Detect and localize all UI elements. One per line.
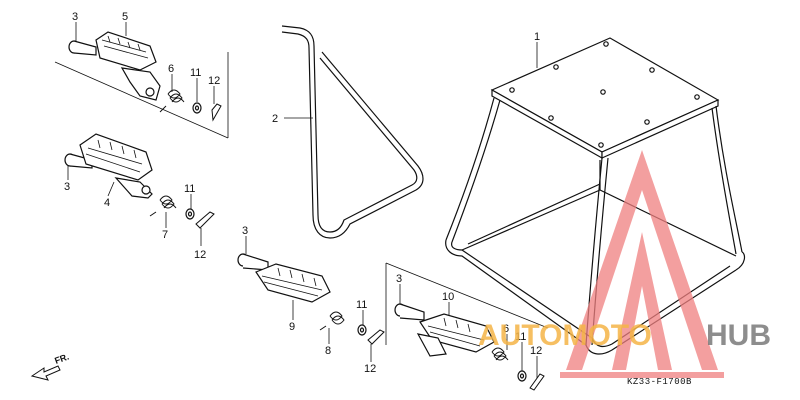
group-box-bottom-right xyxy=(385,262,549,345)
callout-4: 4 xyxy=(104,197,110,209)
callout-10: 10 xyxy=(442,291,454,303)
callout-11a: 11 xyxy=(190,67,201,79)
direction-label: FR. xyxy=(53,352,70,366)
callout-6b: 6 xyxy=(503,323,509,335)
footpeg-assembly-lower[interactable] xyxy=(237,253,385,345)
callout-9: 9 xyxy=(289,321,295,333)
callout-1: 1 xyxy=(534,31,540,43)
callout-3b: 3 xyxy=(64,181,70,193)
callout-8: 8 xyxy=(325,345,331,357)
callout-3c: 3 xyxy=(242,225,248,237)
leader-lines xyxy=(67,22,538,378)
callout-11b: 11 xyxy=(184,183,195,195)
triangle-bar-part[interactable] xyxy=(281,25,424,239)
callout-11d: 11 xyxy=(515,331,526,343)
callout-5: 5 xyxy=(122,11,128,23)
callout-3a: 3 xyxy=(72,11,78,23)
group-box-top-left xyxy=(54,52,229,139)
callout-12d: 12 xyxy=(530,345,542,357)
drawing-code: KZ33-F1700B xyxy=(627,377,692,387)
watermark-brand-part1: AUTOMOTO xyxy=(478,319,652,352)
callout-2: 2 xyxy=(272,113,278,125)
callout-labels: 1 2 3 3 3 3 4 5 6 6 7 8 9 10 11 11 11 11… xyxy=(64,11,542,375)
callout-6a: 6 xyxy=(168,63,174,75)
watermark: AUTOMOTO HUB xyxy=(478,150,771,378)
callout-12c: 12 xyxy=(364,363,376,375)
stand-part[interactable] xyxy=(445,37,746,355)
callout-7: 7 xyxy=(162,229,168,241)
watermark-brand-part2: HUB xyxy=(706,319,771,352)
callout-3d: 3 xyxy=(396,273,402,285)
front-direction-arrow-icon: FR. xyxy=(30,352,70,381)
callout-12b: 12 xyxy=(194,249,206,261)
callout-12a: 12 xyxy=(208,75,220,87)
triangle-logo-icon xyxy=(560,150,724,378)
footpeg-assembly-mid[interactable] xyxy=(64,133,215,229)
footpeg-assembly-top[interactable] xyxy=(68,31,222,122)
callout-11c: 11 xyxy=(356,299,367,311)
